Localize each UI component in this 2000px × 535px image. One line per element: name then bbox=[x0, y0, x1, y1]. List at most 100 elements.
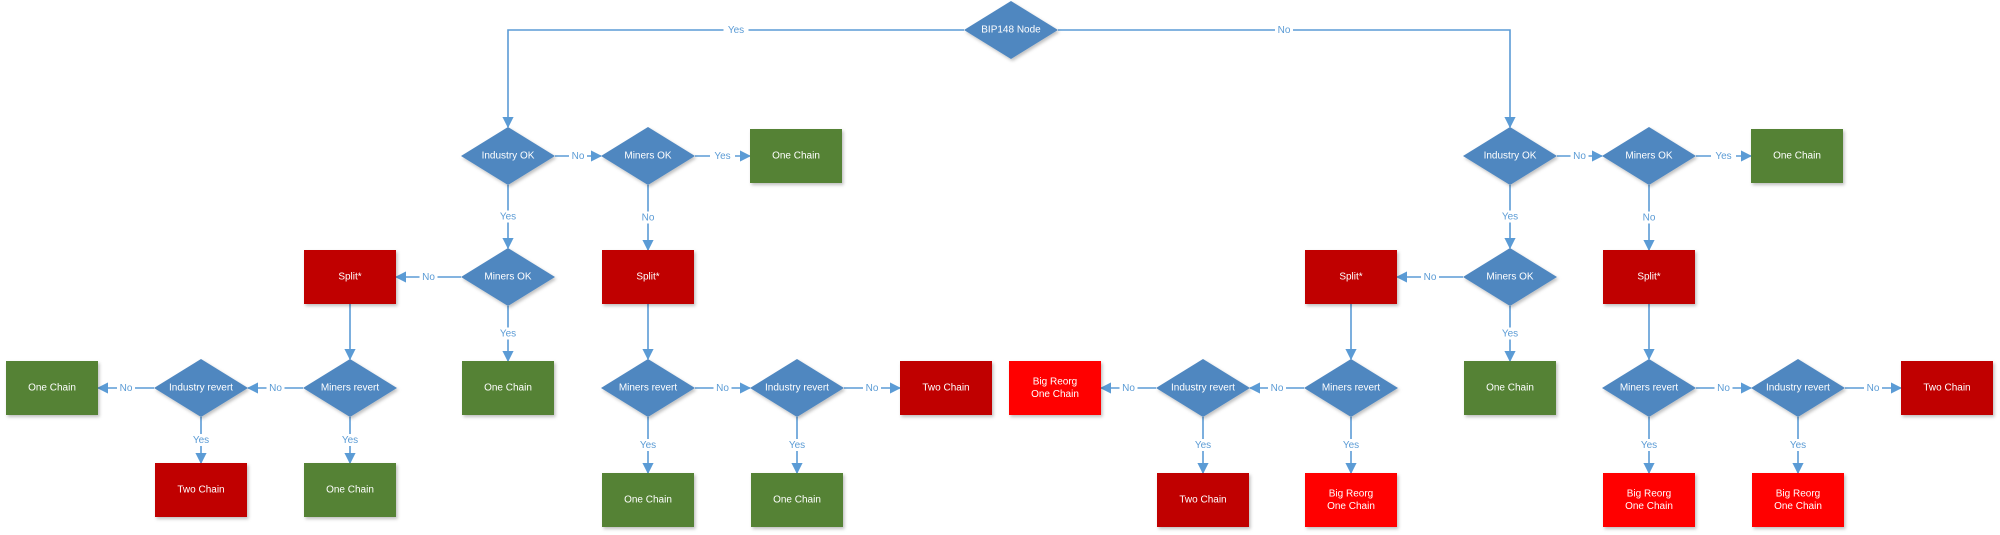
outcome-node-one-chain: One Chain bbox=[751, 473, 843, 527]
decision-node-industry-revert: Industry revert bbox=[750, 359, 844, 417]
connector-bip148-node-to-industry-ok bbox=[502, 29, 964, 129]
node-label: BIP148 Node bbox=[981, 25, 1041, 36]
connector-label-background bbox=[188, 434, 214, 446]
connector-label-background bbox=[784, 439, 810, 451]
connector-label-no: No bbox=[866, 383, 879, 394]
connector-label-yes: Yes bbox=[500, 212, 516, 223]
connector-label-background bbox=[710, 150, 735, 162]
node-label: One Chain bbox=[1031, 389, 1079, 400]
connector-label-yes: Yes bbox=[342, 435, 358, 446]
node-label: One Chain bbox=[326, 485, 374, 496]
connector-label-yes: Yes bbox=[1502, 329, 1518, 340]
outcome-node-one-chain: One Chain bbox=[1751, 129, 1843, 183]
node-label: One Chain bbox=[773, 495, 821, 506]
node-label: Split* bbox=[338, 272, 361, 283]
connector-label-no: No bbox=[642, 213, 655, 224]
outcome-node-two-chain: Two Chain bbox=[900, 361, 992, 415]
outcome-node-split: Split* bbox=[602, 250, 694, 304]
connector-label-yes: Yes bbox=[1641, 440, 1657, 451]
connector-label-no: No bbox=[1271, 383, 1284, 394]
connector-label-yes: Yes bbox=[193, 435, 209, 446]
connector-label-no: No bbox=[269, 383, 282, 394]
decision-diamond bbox=[461, 248, 555, 306]
node-label: Big Reorg bbox=[1627, 488, 1671, 499]
connector-label-no: No bbox=[120, 383, 133, 394]
outcome-node-one-chain: One Chain bbox=[304, 463, 396, 517]
connector-label-background bbox=[1421, 271, 1439, 283]
decision-diamond bbox=[601, 127, 695, 185]
outcome-node-one-chain: One Chain bbox=[1464, 361, 1556, 415]
outcome-box bbox=[155, 463, 247, 517]
decision-node-miners-ok: Miners OK bbox=[1463, 248, 1557, 306]
outcome-box bbox=[1901, 361, 1993, 415]
node-label: Miners revert bbox=[1322, 383, 1381, 394]
outcome-node-two-chain: Two Chain bbox=[1901, 361, 1993, 415]
connector-label-background bbox=[639, 211, 657, 224]
node-label: Industry OK bbox=[1484, 151, 1537, 162]
outcome-box bbox=[602, 473, 694, 527]
outcome-node-one-chain: One Chain bbox=[462, 361, 554, 415]
node-label: One Chain bbox=[1625, 501, 1673, 512]
node-label: Big Reorg bbox=[1329, 488, 1373, 499]
connector-label-background bbox=[495, 327, 521, 340]
node-label: Industry revert bbox=[765, 383, 829, 394]
connector-label-no: No bbox=[1717, 383, 1730, 394]
decision-node-industry-revert: Industry revert bbox=[1156, 359, 1250, 417]
node-label: Split* bbox=[636, 272, 659, 283]
connector-label-background bbox=[1570, 150, 1589, 162]
node-label: Two Chain bbox=[1179, 495, 1226, 506]
node-label: Two Chain bbox=[922, 383, 969, 394]
outcome-node-one-chain: One Chain bbox=[602, 473, 694, 527]
connector-label-yes: Yes bbox=[1343, 440, 1359, 451]
decision-diamond bbox=[1463, 127, 1557, 185]
decision-diamond bbox=[1463, 248, 1557, 306]
outcome-box bbox=[1009, 361, 1101, 415]
decision-node-miners-ok: Miners OK bbox=[461, 248, 555, 306]
connector-label-no: No bbox=[422, 272, 435, 283]
decision-node-industry-ok: Industry OK bbox=[1463, 127, 1557, 185]
connector-label-background bbox=[863, 382, 881, 394]
outcome-box bbox=[1305, 473, 1397, 527]
connector-label-yes: Yes bbox=[1790, 440, 1806, 451]
outcome-box bbox=[1603, 473, 1695, 527]
outcome-box bbox=[751, 473, 843, 527]
node-label: Miners revert bbox=[619, 383, 678, 394]
decision-diamond bbox=[601, 359, 695, 417]
node-label: Miners OK bbox=[484, 272, 532, 283]
outcome-box bbox=[750, 129, 842, 183]
node-label: Split* bbox=[1637, 272, 1660, 283]
connector-label-background bbox=[713, 382, 732, 394]
connector-bip148-node-to-industry-ok bbox=[1058, 29, 1516, 129]
decision-diamond bbox=[750, 359, 844, 417]
node-label: One Chain bbox=[624, 495, 672, 506]
node-label: Miners revert bbox=[1620, 383, 1679, 394]
connector-label-yes: Yes bbox=[1502, 212, 1518, 223]
outcome-box bbox=[304, 250, 396, 304]
node-label: Miners OK bbox=[624, 151, 672, 162]
connector-label-background bbox=[1119, 382, 1138, 394]
connector-label-yes: Yes bbox=[714, 151, 730, 162]
node-label: Industry revert bbox=[1766, 383, 1830, 394]
decision-diamond bbox=[1304, 359, 1398, 417]
node-label: One Chain bbox=[28, 383, 76, 394]
decision-node-industry-ok: Industry OK bbox=[461, 127, 555, 185]
outcome-box bbox=[6, 361, 98, 415]
decision-node-miners-revert: Miners revert bbox=[303, 359, 397, 417]
node-label: Miners revert bbox=[321, 383, 380, 394]
decision-node-industry-revert: Industry revert bbox=[1751, 359, 1845, 417]
connector-label-yes: Yes bbox=[640, 440, 656, 451]
outcome-node-one-chain: One Chain bbox=[750, 129, 842, 183]
node-label: Industry revert bbox=[1171, 383, 1235, 394]
node-label: Split* bbox=[1339, 272, 1362, 283]
outcome-box bbox=[1464, 361, 1556, 415]
connector-label-no: No bbox=[1573, 151, 1586, 162]
decision-diamond bbox=[964, 1, 1058, 59]
connector-label-background bbox=[117, 382, 135, 394]
node-label: Two Chain bbox=[1923, 383, 1970, 394]
node-label: Miners OK bbox=[1625, 151, 1673, 162]
outcome-node-two-chain: Two Chain bbox=[155, 463, 247, 517]
